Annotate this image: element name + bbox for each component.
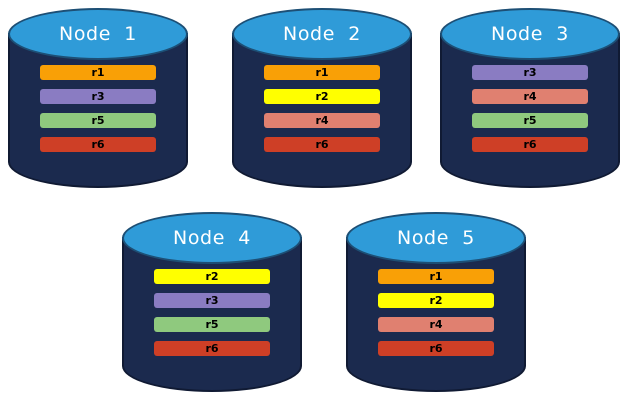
shard-bar[interactable]: r6 — [264, 137, 380, 152]
cylinder-top-ellipse — [122, 212, 302, 264]
cylinder-top-ellipse — [346, 212, 526, 264]
shard-list: r1 r3 r5 r6 — [8, 65, 188, 152]
shard-bar[interactable]: r6 — [40, 137, 156, 152]
shard-bar[interactable]: r1 — [378, 269, 494, 284]
cylinder-top-ellipse — [440, 8, 620, 60]
shard-bar[interactable]: r5 — [154, 317, 270, 332]
shard-list: r1 r2 r4 r6 — [346, 269, 526, 356]
cylinder-top-ellipse — [232, 8, 412, 60]
shard-bar[interactable]: r6 — [472, 137, 588, 152]
shard-bar[interactable]: r5 — [472, 113, 588, 128]
shard-bar[interactable]: r4 — [378, 317, 494, 332]
shard-bar[interactable]: r5 — [40, 113, 156, 128]
shard-bar[interactable]: r6 — [378, 341, 494, 356]
cylinder-top-ellipse — [8, 8, 188, 60]
shard-bar[interactable]: r2 — [154, 269, 270, 284]
shard-bar[interactable]: r2 — [264, 89, 380, 104]
shard-bar[interactable]: r1 — [40, 65, 156, 80]
shard-bar[interactable]: r3 — [40, 89, 156, 104]
shard-bar[interactable]: r4 — [264, 113, 380, 128]
shard-bar[interactable]: r2 — [378, 293, 494, 308]
shard-list: r3 r4 r5 r6 — [440, 65, 620, 152]
shard-bar[interactable]: r3 — [154, 293, 270, 308]
shard-bar[interactable]: r6 — [154, 341, 270, 356]
shard-list: r1 r2 r4 r6 — [232, 65, 412, 152]
shard-bar[interactable]: r1 — [264, 65, 380, 80]
shard-bar[interactable]: r3 — [472, 65, 588, 80]
shard-bar[interactable]: r4 — [472, 89, 588, 104]
shard-list: r2 r3 r5 r6 — [122, 269, 302, 356]
